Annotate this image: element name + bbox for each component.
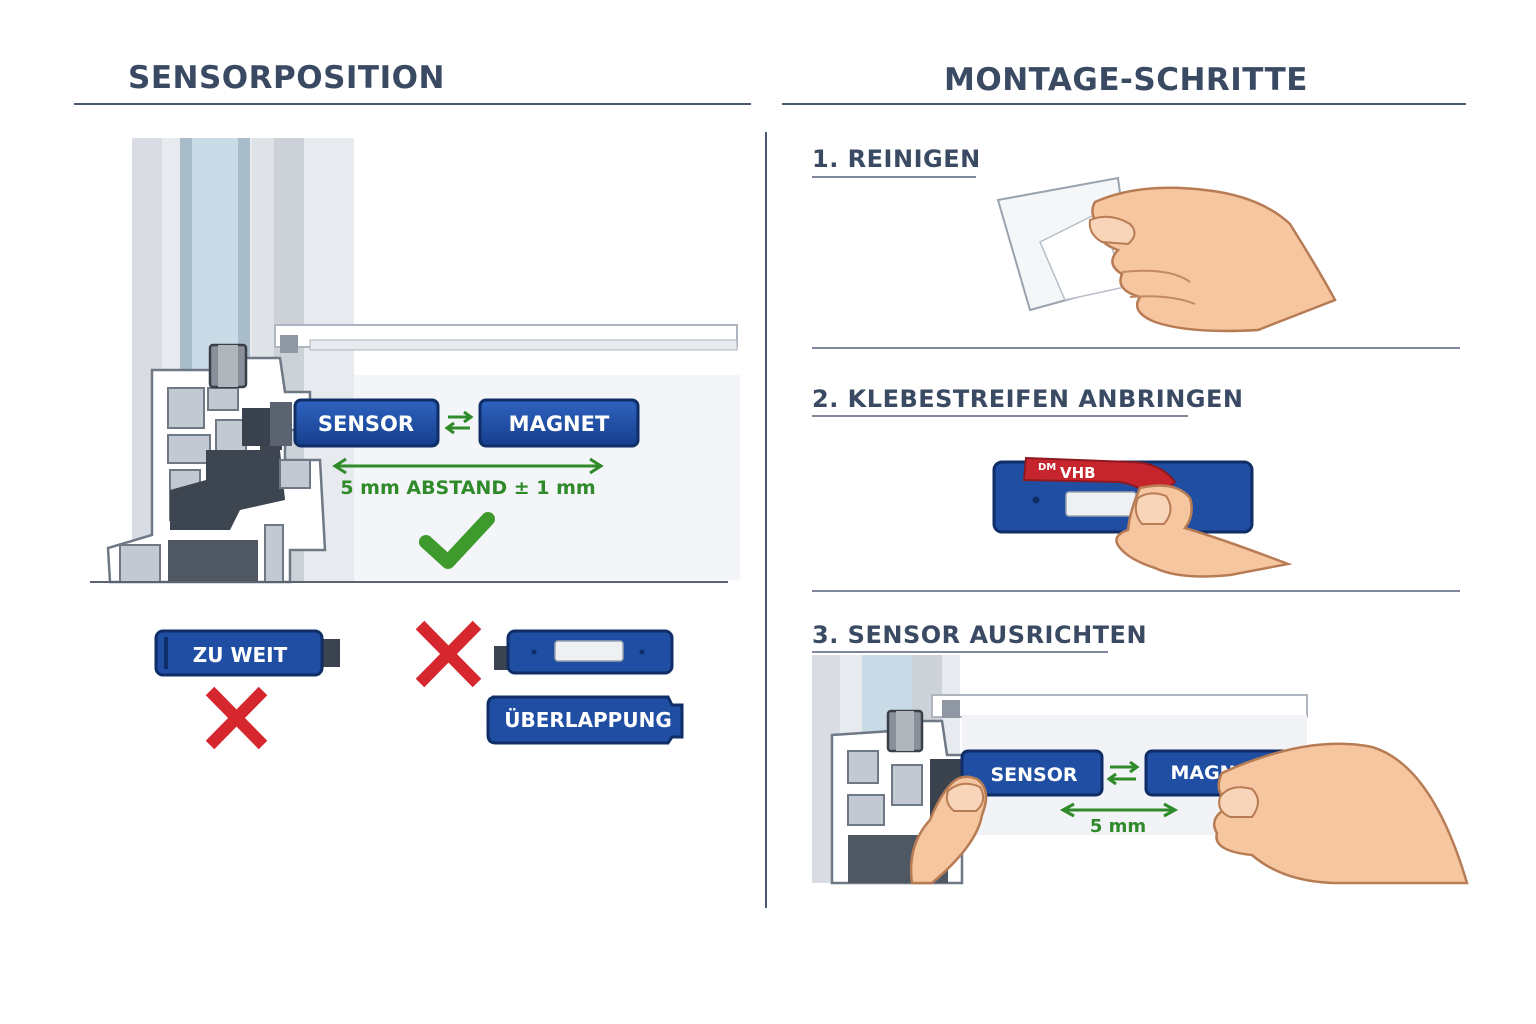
- column-divider: [765, 132, 767, 908]
- distance-arrow: [332, 457, 604, 475]
- gap-arrows: [444, 410, 474, 435]
- step-divider-1: [812, 347, 1460, 349]
- sensor-block-step3: [960, 749, 1104, 797]
- cross-icon-too-far: [205, 686, 268, 750]
- magnet-label: MAGNET: [509, 412, 610, 436]
- step3-gap-arrows: [1106, 760, 1140, 786]
- step-1-underline: [812, 176, 976, 178]
- cleaning-cloth-hand-illustration: [996, 176, 1337, 333]
- correct-sensor-pair: SENSOR MAGNET 5 mm ABSTAND ± 1 mm: [293, 398, 640, 569]
- sensor-label: SENSOR: [318, 412, 414, 436]
- section-underline-left: [74, 103, 751, 105]
- hand-icon: [1091, 186, 1337, 333]
- section-title-montage: MONTAGE-SCHRITTE: [944, 62, 1308, 98]
- sensor-block: [293, 398, 440, 448]
- window-profile-illustration: [90, 138, 740, 584]
- alignment-illustration: SENSOR MAGNET 5 mm: [812, 655, 1469, 885]
- too-far-block: [154, 629, 324, 677]
- step-2-underline: [812, 415, 1188, 417]
- step3-sensor-label: SENSOR: [990, 764, 1077, 786]
- tape-application-illustration: DM VHB: [992, 456, 1293, 578]
- step3-gap-label: 5 mm: [1090, 816, 1146, 837]
- right-hand-icon: [1212, 742, 1469, 885]
- section-underline-right: [782, 103, 1466, 105]
- section-title-sensorposition: SENSORPOSITION: [128, 60, 445, 96]
- tape-text: VHB: [1060, 464, 1096, 482]
- step-divider-2: [812, 590, 1460, 592]
- distance-label: 5 mm ABSTAND ± 1 mm: [340, 477, 595, 499]
- step3-distance-arrow: [1059, 802, 1179, 818]
- step-3-underline: [812, 651, 1108, 653]
- overlap-magnet-block: [486, 695, 684, 745]
- check-icon: [419, 512, 495, 569]
- step-3-title: 3. SENSOR AUSRICHTEN: [812, 621, 1148, 649]
- error-too-far: ZU WEIT: [154, 629, 340, 750]
- too-far-label: ZU WEIT: [193, 643, 288, 667]
- magnet-block: [478, 398, 640, 448]
- cross-icon-overlap: [415, 620, 482, 688]
- error-overlap: ÜBERLAPPUNG: [415, 620, 684, 745]
- overlap-label: ÜBERLAPPUNG: [504, 708, 671, 732]
- step-2-title: 2. KLEBESTREIFEN ANBRINGEN: [812, 385, 1244, 413]
- step-1-title: 1. REINIGEN: [812, 145, 981, 173]
- tape-brand: DM: [1038, 462, 1056, 473]
